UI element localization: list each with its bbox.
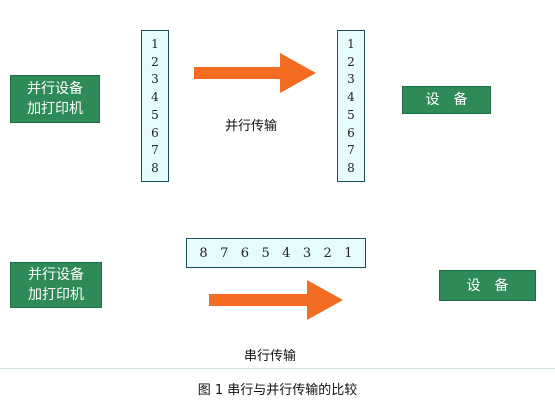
bit-label: 2 xyxy=(151,54,159,69)
serial-target-label: 设 备 xyxy=(466,277,509,294)
figure-caption: 图 1 串行与并行传输的比较 xyxy=(197,383,358,398)
bit-label: 7 xyxy=(220,245,229,261)
serial-source-line-2: 加打印机 xyxy=(28,287,84,303)
bit-label: 3 xyxy=(151,72,159,87)
bit-label: 2 xyxy=(347,54,355,69)
bit-label: 5 xyxy=(261,245,270,261)
bit-label: 7 xyxy=(151,143,159,158)
bit-label: 3 xyxy=(302,245,312,261)
bit-label: 4 xyxy=(347,90,355,105)
bit-label: 8 xyxy=(151,161,159,176)
parallel-right-bit-column: 1 2 3 4 5 6 7 8 xyxy=(337,30,365,182)
serial-target-device-box: 设 备 xyxy=(439,270,536,301)
parallel-source-box: 并行设备 加打印机 xyxy=(10,75,100,123)
bit-label: 6 xyxy=(240,245,250,261)
parallel-source-line-1: 并行设备 xyxy=(27,81,83,97)
bit-label: 8 xyxy=(199,245,208,261)
bit-label: 1 xyxy=(347,36,355,51)
bit-label: 6 xyxy=(347,125,355,140)
bit-label: 1 xyxy=(151,36,159,51)
bit-label: 6 xyxy=(151,125,159,140)
caption-divider xyxy=(0,368,555,369)
bit-label: 7 xyxy=(347,143,355,158)
serial-arrow-icon xyxy=(209,280,343,320)
bit-label: 5 xyxy=(347,107,355,122)
parallel-target-device-box: 设 备 xyxy=(402,86,491,114)
bit-label: 5 xyxy=(151,107,159,122)
serial-source-box: 并行设备 加打印机 xyxy=(10,262,102,308)
bit-label: 8 xyxy=(347,161,355,176)
parallel-target-label: 设 备 xyxy=(425,92,468,108)
serial-source-line-1: 并行设备 xyxy=(28,267,84,283)
parallel-source-line-2: 加打印机 xyxy=(27,101,83,117)
parallel-transmission-label: 并行传输 xyxy=(225,119,278,134)
bit-label: 2 xyxy=(323,245,332,261)
parallel-arrow-icon xyxy=(194,53,316,93)
serial-bit-row: 8 7 6 5 4 3 2 1 xyxy=(186,238,366,268)
bit-label: 4 xyxy=(151,90,159,105)
bit-label: 4 xyxy=(282,245,291,261)
serial-transmission-label: 串行传输 xyxy=(244,349,297,364)
bit-label: 3 xyxy=(347,72,355,87)
bit-label: 1 xyxy=(344,245,353,261)
parallel-left-bit-column: 1 2 3 4 5 6 7 8 xyxy=(141,30,169,182)
